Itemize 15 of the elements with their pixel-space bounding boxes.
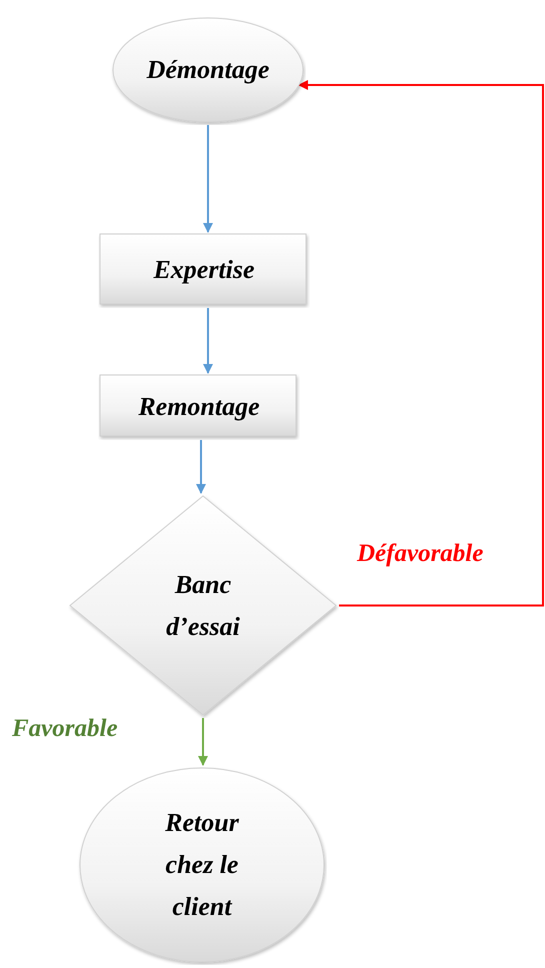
process-ellipse (110, 15, 306, 125)
node-label: Retour chez le client (164, 807, 240, 923)
edge-label: Favorable (12, 714, 118, 744)
process-ellipse (77, 765, 327, 965)
arrow (198, 718, 208, 766)
arrow (203, 125, 213, 233)
node-label: Démontage (146, 54, 270, 86)
node-label: Expertise (153, 254, 255, 286)
arrow (203, 308, 213, 374)
decision-diamond (67, 493, 339, 718)
edge-label: Défavorable (357, 539, 484, 569)
arrow (196, 440, 206, 494)
arrow (298, 80, 544, 606)
node-label: Remontage (138, 390, 260, 422)
node-label: Banc d’essai (165, 568, 241, 642)
